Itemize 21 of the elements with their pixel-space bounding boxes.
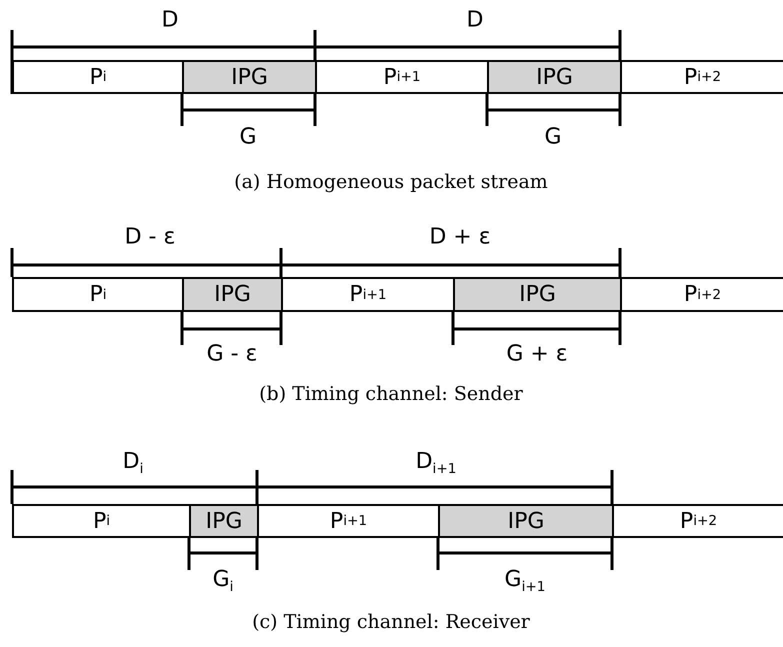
figure-caption: (b) Timing channel: Sender	[259, 383, 523, 405]
figure-caption: (a) Homogeneous packet stream	[234, 171, 548, 193]
dimension-label: D$_{i}$	[122, 448, 144, 478]
dimension-label: G$_{i}$	[212, 566, 234, 596]
dimension-label: D	[466, 8, 484, 32]
dimension-label: D + ε	[429, 224, 491, 250]
dimension-label: G	[239, 124, 257, 150]
dimension-label: G	[544, 124, 562, 150]
dimension-label: G + ε	[506, 342, 568, 366]
gap-segment: IPG	[182, 277, 283, 312]
dimension-label: D$_{i+1}$	[416, 448, 456, 478]
gap-segment: IPG	[487, 60, 622, 94]
dimension-label: D	[162, 8, 178, 32]
dimension-label: G$_{i+1}$	[504, 566, 546, 596]
dimension-label: D - ε	[124, 224, 176, 250]
dimension-label: G - ε	[206, 342, 258, 366]
gap-segment: IPG	[438, 504, 614, 538]
figure-caption: (c) Timing channel: Receiver	[252, 611, 530, 633]
gap-segment: IPG	[189, 504, 259, 538]
gap-segment: IPG	[182, 60, 317, 94]
gap-segment: IPG	[453, 277, 622, 312]
